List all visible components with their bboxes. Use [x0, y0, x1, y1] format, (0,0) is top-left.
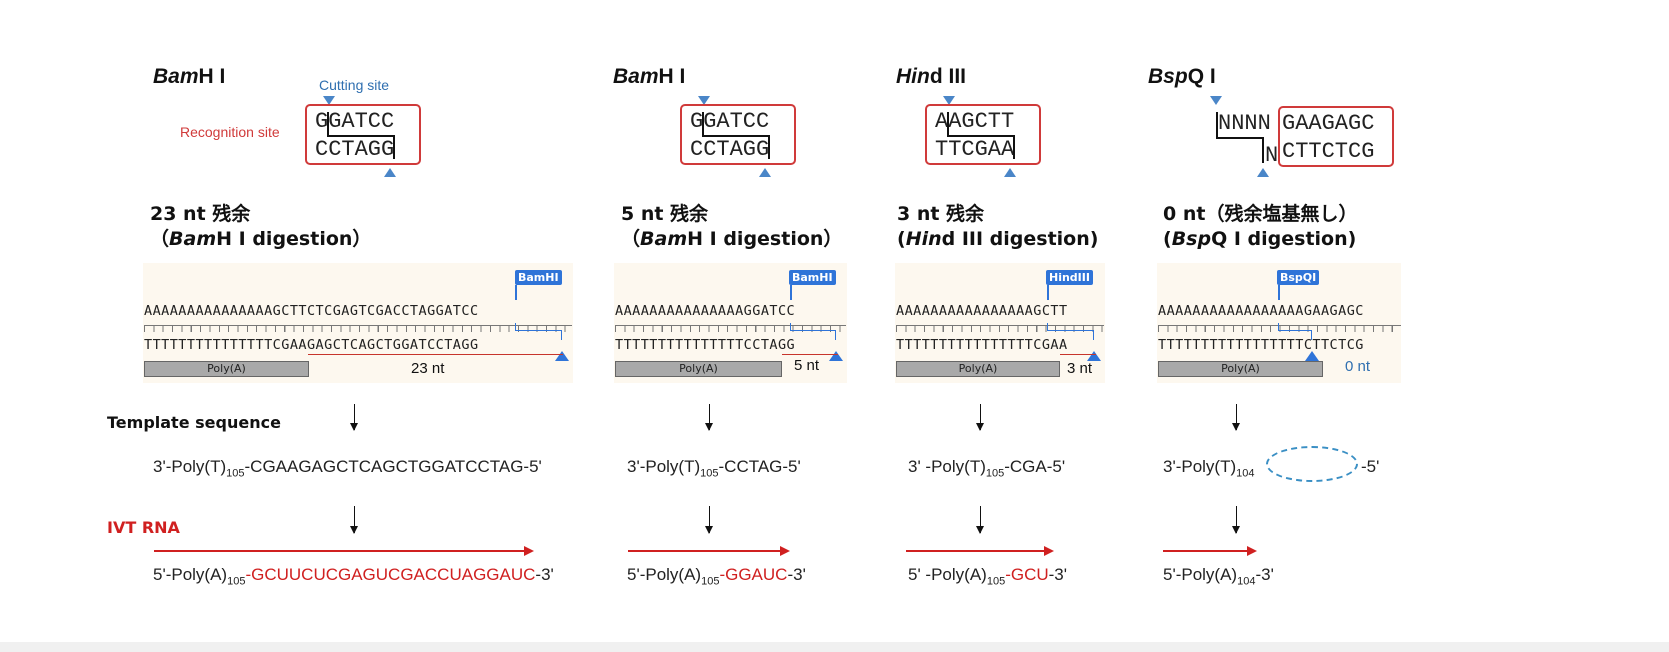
- ivt-rna-label: IVT RNA: [107, 518, 180, 537]
- track-top-seq-4: AAAAAAAAAAAAAAAAAGAAGAGC: [1158, 303, 1364, 319]
- remnant-heading-4: 0 nt（残余塩基無し） (BspQ I digestion): [1163, 203, 1358, 250]
- arrow-down-3b: [976, 506, 984, 534]
- enzyme-name-bspqi: BspQ I: [1148, 65, 1216, 88]
- enzyme-name-hindiii: Hind III: [896, 65, 966, 88]
- site-bottom-seq-3: TTCGAA: [935, 137, 1015, 162]
- arrow-down-4a: [1232, 404, 1240, 431]
- track-bottom-seq-2: TTTTTTTTTTTTTTTCCTAGG: [615, 337, 796, 353]
- template-seq-4: 3'-Poly(T)104: [1163, 457, 1255, 480]
- track-top-seq-1: AAAAAAAAAAAAAAAGCTTCTCGAGTCGACCTAGGATCC: [144, 303, 479, 319]
- arrow-down-1b: [350, 506, 358, 534]
- polya-bar-4: Poly(A): [1158, 361, 1323, 377]
- rna-arrow-2: [628, 547, 790, 555]
- cut-marker-top-4: [1210, 96, 1222, 105]
- template-sequence-label: Template sequence: [107, 413, 281, 432]
- remnant-heading-3: 3 nt 残余 (Hind III digestion): [897, 203, 1099, 250]
- track-top-seq-3: AAAAAAAAAAAAAAAAGCTT: [896, 303, 1068, 319]
- arrow-down-2b: [705, 506, 713, 534]
- rna-seq-2: 5'-Poly(A)105-GGAUC-3': [627, 565, 806, 588]
- rna-seq-1: 5'-Poly(A)105-GCUUCUCGAGUCGACCUAGGAUC-3': [153, 565, 554, 588]
- missing-base-ellipse: [1266, 446, 1358, 482]
- cut-marker-bottom-3: [1004, 168, 1016, 177]
- arrow-down-2a: [705, 404, 713, 431]
- enzyme-name-bamhi-2: BamH I: [613, 65, 686, 88]
- rna-seq-3: 5' -Poly(A)105-GCU-3': [908, 565, 1068, 588]
- cut-marker-bottom-2: [759, 168, 771, 177]
- polya-bar-1: Poly(A): [144, 361, 309, 377]
- track-ruler-1: [144, 325, 572, 332]
- cut-marker-top-1: [323, 96, 335, 105]
- cut-marker-top-2: [698, 96, 710, 105]
- remnant-label-3: 3 nt: [1067, 360, 1093, 377]
- sequence-map-panel-2: BamHI AAAAAAAAAAAAAAAGGATCC TTTTTTTTTTTT…: [614, 263, 847, 383]
- recognition-site-box-4: GAAGAGC CTTCTCG: [1278, 106, 1394, 167]
- enzyme-tag-1: BamHI: [515, 270, 562, 285]
- track-top-seq-2: AAAAAAAAAAAAAAAGGATCC: [615, 303, 796, 319]
- arrow-down-4b: [1232, 506, 1240, 534]
- site-top-n-4: NNNN: [1218, 111, 1271, 136]
- cut-marker-top-3: [943, 96, 955, 105]
- remnant-label-2: 5 nt: [794, 357, 820, 374]
- rna-arrow-4: [1163, 547, 1257, 555]
- rna-arrow-3: [906, 547, 1054, 555]
- rna-seq-4: 5'-Poly(A)104-3': [1163, 565, 1274, 588]
- arrow-down-1a: [350, 404, 358, 431]
- remnant-heading-1: 23 nt 残余 （BamH I digestion）: [150, 203, 372, 250]
- remnant-label-4: 0 nt: [1345, 358, 1371, 375]
- template-seq-3: 3' -Poly(T)105-CGA-5': [908, 457, 1066, 480]
- site-bottom-seq-4: CTTCTCG: [1282, 139, 1375, 164]
- track-bottom-seq-4: TTTTTTTTTTTTTTTTTCTTCTCG: [1158, 337, 1364, 353]
- enzyme-tag-3: HindIII: [1046, 270, 1093, 285]
- polya-bar-2: Poly(A): [615, 361, 782, 377]
- site-bottom-seq-2: CCTAGG: [690, 137, 770, 162]
- sequence-map-panel-3: HindIII AAAAAAAAAAAAAAAAGCTT TTTTTTTTTTT…: [895, 263, 1105, 383]
- sequence-map-panel-1: BamHI AAAAAAAAAAAAAAAGCTTCTCGAGTCGACCTAG…: [143, 263, 573, 383]
- site-bottom-n-4: N: [1265, 143, 1279, 168]
- remnant-label-1: 23 nt: [411, 360, 445, 377]
- track-ruler-2: [615, 325, 846, 332]
- site-bottom-seq-1: CCTAGG: [315, 137, 395, 162]
- polya-bar-3: Poly(A): [896, 361, 1060, 377]
- recognition-site-box-3: AAGCTT TTCGAA: [925, 104, 1041, 165]
- sequence-map-panel-4: BspQI AAAAAAAAAAAAAAAAAGAAGAGC TTTTTTTTT…: [1157, 263, 1401, 383]
- template-seq-4-end: -5': [1361, 457, 1380, 476]
- cut-marker-bottom-1: [384, 168, 396, 177]
- cut-marker-bottom-4: [1257, 168, 1269, 177]
- enzyme-name-bamhi-1: BamH I: [153, 65, 226, 88]
- rna-arrow-1: [154, 547, 534, 555]
- track-bottom-seq-3: TTTTTTTTTTTTTTTTCGAA: [896, 337, 1068, 353]
- remnant-heading-2: 5 nt 残余 （BamH I digestion）: [621, 203, 843, 250]
- recognition-site-box-1: GGATCC CCTAGG: [305, 104, 421, 165]
- bottom-strip: [0, 642, 1669, 652]
- enzyme-tag-4: BspQI: [1277, 270, 1320, 285]
- track-ruler-3: [896, 325, 1104, 332]
- recognition-site-label: Recognition site: [180, 124, 280, 140]
- track-ruler-4: [1158, 325, 1401, 332]
- track-bottom-seq-1: TTTTTTTTTTTTTTTCGAAGAGCTCAGCTGGATCCTAGG: [144, 337, 479, 353]
- enzyme-tag-2: BamHI: [789, 270, 836, 285]
- cutting-site-label: Cutting site: [319, 77, 390, 93]
- template-seq-1: 3'-Poly(T)105-CGAAGAGCTCAGCTGGATCCTAG-5': [153, 457, 542, 480]
- template-seq-2: 3'-Poly(T)105-CCTAG-5': [627, 457, 801, 480]
- site-top-seq-4: GAAGAGC: [1282, 111, 1375, 136]
- arrow-down-3a: [976, 404, 984, 431]
- recognition-site-box-2: GGATCC CCTAGG: [680, 104, 796, 165]
